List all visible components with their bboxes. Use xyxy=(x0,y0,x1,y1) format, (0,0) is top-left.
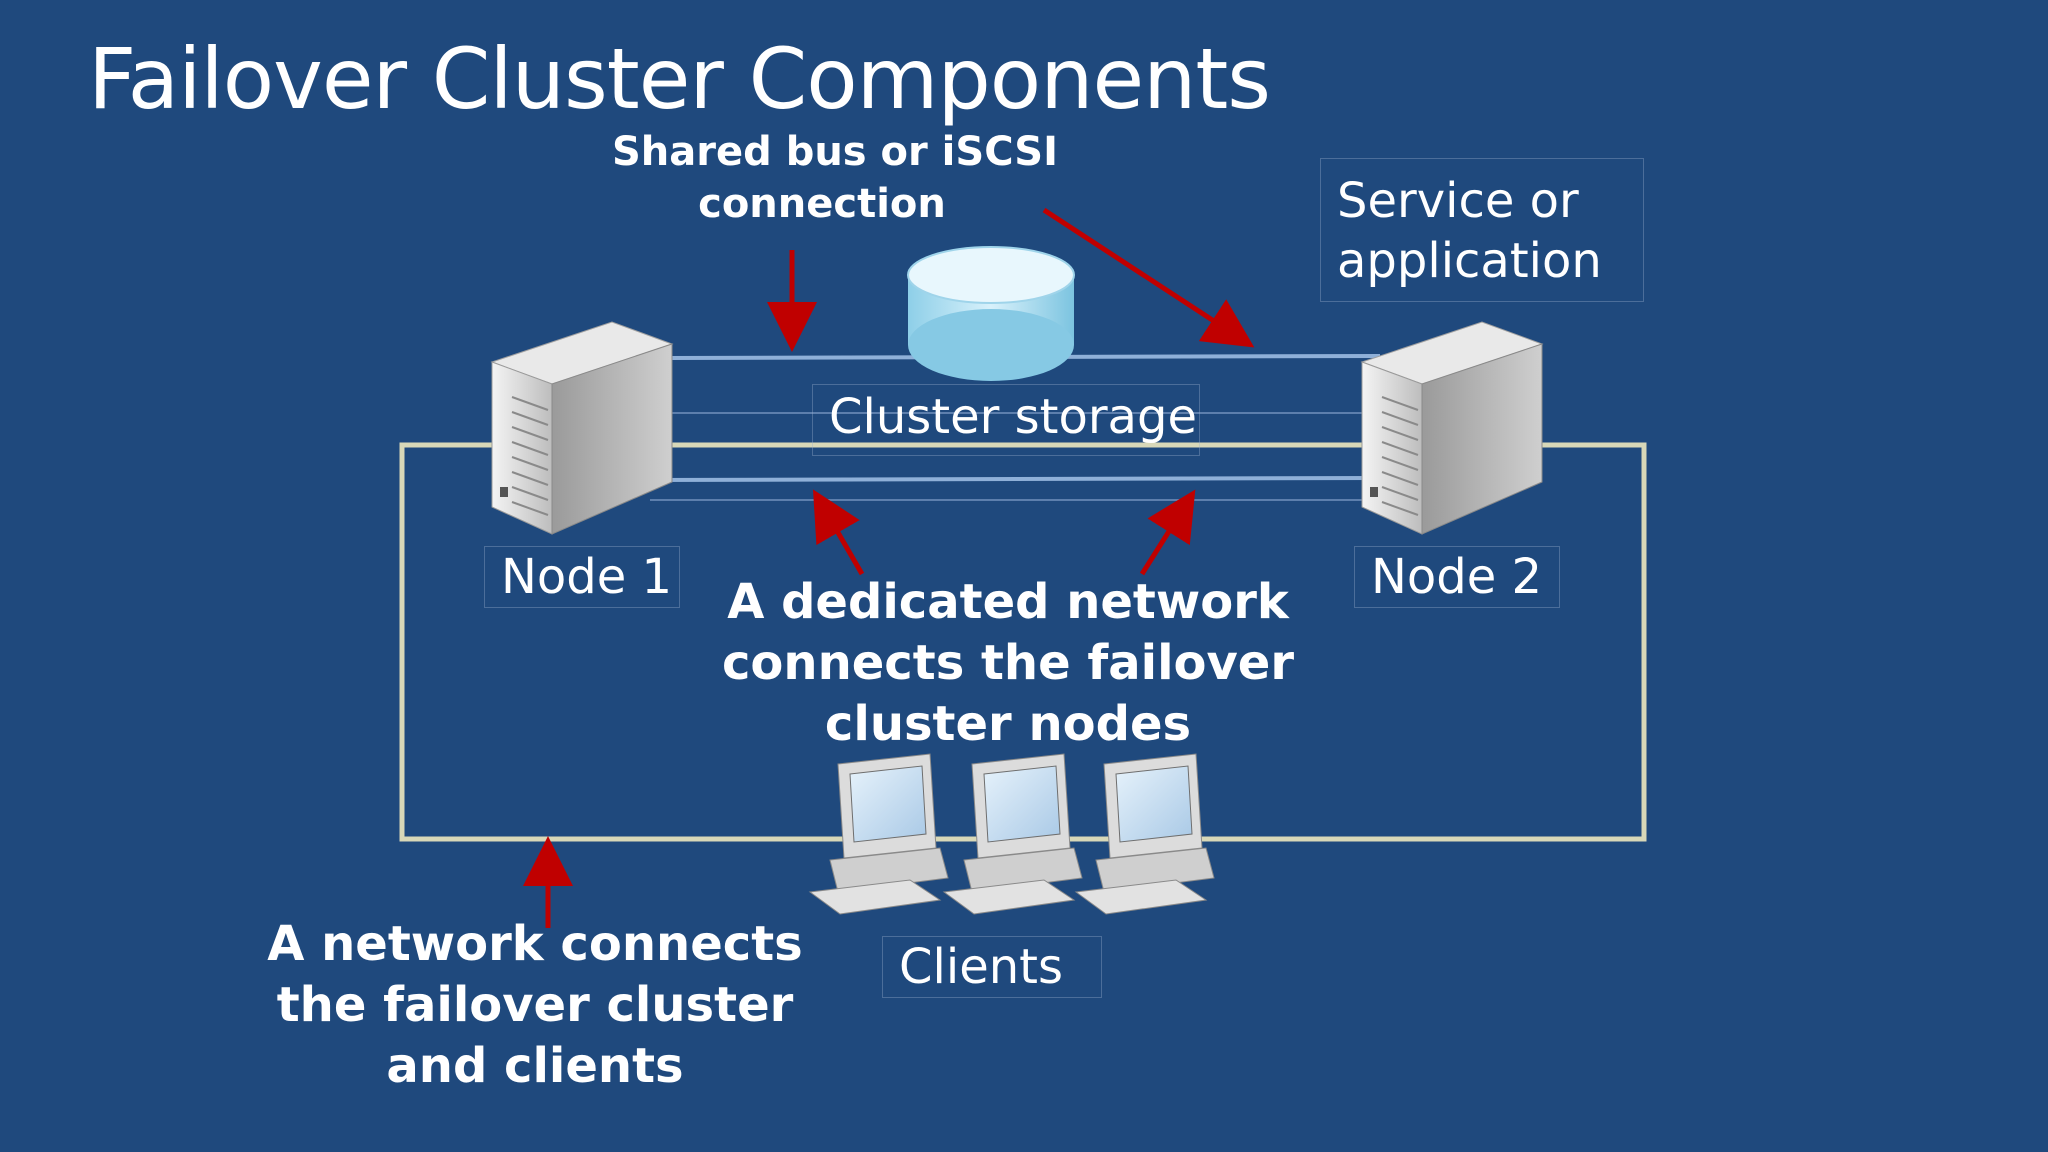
arrow-service-to-bus xyxy=(1042,207,1255,348)
slide-title: Failover Cluster Components xyxy=(88,30,1271,128)
private-network-line xyxy=(649,476,1381,482)
service-label-line1: Service or xyxy=(1337,173,1579,229)
clients-label: Clients xyxy=(882,936,1102,998)
dedicated-network-line1: A dedicated network xyxy=(727,574,1289,630)
service-label-line2: application xyxy=(1337,233,1602,289)
dedicated-network-line2: connects the failover xyxy=(721,635,1295,691)
client-computer-icon xyxy=(942,753,1083,915)
client-network-line3: and clients xyxy=(386,1038,684,1094)
service-label: Service or application xyxy=(1320,158,1644,302)
shared-bus-callout: Shared bus or iSCSI connection xyxy=(612,126,1058,230)
client-computer-icon xyxy=(808,753,949,915)
cluster-storage-disk-icon xyxy=(907,246,1075,381)
client-computer-icon xyxy=(1074,753,1215,915)
dedicated-network-line3: cluster nodes xyxy=(824,696,1192,752)
client-network-line1: A network connects xyxy=(267,916,803,972)
node1-server-icon xyxy=(490,321,674,535)
shared-bus-callout-line2: connection xyxy=(698,181,946,227)
client-network-callout: A network connects the failover cluster … xyxy=(250,914,820,1097)
node1-label: Node 1 xyxy=(484,546,680,608)
dedicated-network-callout: A dedicated network connects the failove… xyxy=(708,572,1308,755)
cluster-storage-label: Cluster storage xyxy=(812,384,1200,456)
client-network-line2: the failover cluster xyxy=(276,977,794,1033)
node2-label: Node 2 xyxy=(1354,546,1560,608)
node2-server-icon xyxy=(1360,321,1544,535)
arrow-dedicated-left xyxy=(812,489,865,576)
arrow-dedicated-right xyxy=(1139,489,1196,576)
shared-bus-callout-line1: Shared bus or iSCSI xyxy=(612,129,1058,175)
